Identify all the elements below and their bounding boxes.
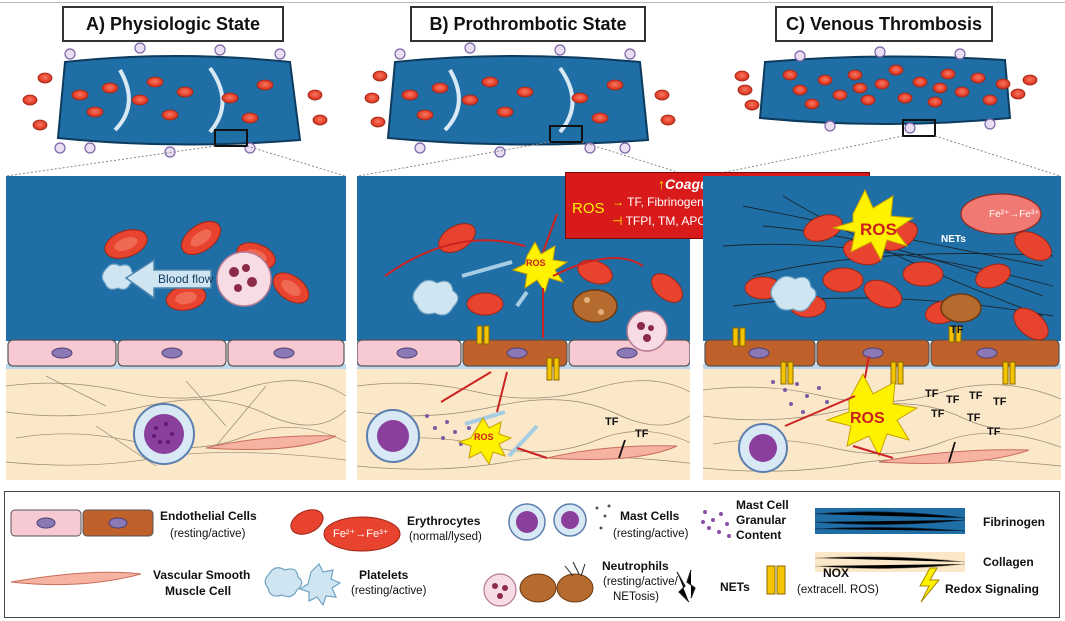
- legend-platelets-name: Platelets: [359, 568, 409, 582]
- legend-nets: NETs: [720, 580, 750, 594]
- panel-c-tf-5: TF: [993, 396, 1007, 408]
- legend-endothelial-name: Endothelial Cells: [160, 509, 257, 523]
- panel-c-art: [703, 176, 1061, 480]
- legend-granular-1: Mast Cell: [736, 498, 789, 512]
- legend-vsmc-2: Muscle Cell: [165, 584, 232, 598]
- up-arrow-icon: ↑: [658, 176, 665, 192]
- panel-c-tf-7: TF: [967, 412, 981, 424]
- legend-platelets-state: (resting/active): [351, 585, 427, 597]
- legend-mast-name: Mast Cells: [620, 509, 680, 523]
- legend-erythrocytes-state: (normal/lysed): [409, 531, 482, 543]
- vessel-b: [364, 42, 676, 158]
- panel-a-title: A) Physiologic State: [62, 6, 284, 42]
- panel-a: Blood flow: [6, 176, 346, 480]
- legend-neutrophils-name: Neutrophils: [602, 559, 669, 573]
- panel-c-tf-1: TF: [950, 324, 964, 336]
- legend-icons: [10, 503, 966, 607]
- legend: Endothelial Cells (resting/active) Fe²⁺→…: [4, 491, 1060, 618]
- legend-granular-2: Granular: [736, 513, 787, 527]
- panel-b-tf-2: TF: [635, 428, 649, 440]
- panel-b: ROS ROS TF TF: [357, 176, 690, 480]
- panel-c-tf-2: TF: [925, 388, 939, 400]
- panel-c-ros-bottom: ROS: [850, 410, 885, 427]
- endothelial-icon: [10, 509, 154, 537]
- panel-c-tf-3: TF: [946, 394, 960, 406]
- legend-redox: Redox Signaling: [945, 582, 1040, 596]
- panel-c: ROS ROS Fe²⁺→Fe³⁺ NETs TF TF TF TF TF TF…: [703, 176, 1061, 480]
- arrow-right-icon: →: [612, 195, 628, 209]
- panel-c-title: C) Venous Thrombosis: [775, 6, 993, 42]
- panel-b-title-text: B) Prothrombotic State: [429, 13, 627, 34]
- panel-b-ros-bottom: ROS: [474, 432, 494, 442]
- panel-c-tf-6: TF: [931, 408, 945, 420]
- panel-b-art: [357, 176, 690, 480]
- panel-b-title: B) Prothrombotic State: [410, 6, 646, 42]
- vessels-row: [5, 42, 1061, 177]
- legend-vsmc-1: Vascular Smooth: [153, 568, 251, 582]
- inhibit-icon: ⊣: [612, 214, 626, 228]
- legend-fe-label: Fe²⁺→Fe³⁺: [333, 528, 389, 540]
- panel-a-title-text: A) Physiologic State: [85, 13, 261, 34]
- panel-c-nets-label: NETs: [941, 234, 966, 245]
- legend-erythrocytes-name: Erythrocytes: [407, 514, 481, 528]
- panel-c-ros-top: ROS: [860, 220, 897, 239]
- panel-c-fe-label: Fe²⁺→Fe³⁺: [989, 209, 1040, 220]
- vessel-c: [734, 46, 1038, 137]
- legend-neutrophils-state-1: (resting/active/: [603, 576, 678, 588]
- legend-neutrophils-state-2: NETosis): [613, 591, 660, 603]
- coagulation-ros: ROS: [572, 200, 605, 217]
- panel-b-ros-top: ROS: [526, 258, 546, 268]
- legend-fibrinogen: Fibrinogen: [983, 515, 1045, 529]
- top-rule: [0, 2, 1065, 3]
- panel-c-tf-8: TF: [987, 426, 1001, 438]
- legend-nox-state: (extracell. ROS): [797, 584, 879, 596]
- panel-c-tf-4: TF: [969, 390, 983, 402]
- legend-mast-state: (resting/active): [613, 528, 689, 540]
- legend-endothelial-state: (resting/active): [170, 528, 246, 540]
- legend-collagen: Collagen: [983, 555, 1034, 569]
- legend-granular-3: Content: [736, 528, 782, 542]
- panel-c-title-text: C) Venous Thrombosis: [785, 13, 983, 34]
- blood-flow-label: Blood flow: [158, 272, 214, 286]
- legend-nox-name: NOX: [823, 566, 850, 580]
- panel-b-tf-1: TF: [605, 416, 619, 428]
- vessel-a: [22, 42, 328, 158]
- panel-a-art: [6, 176, 346, 480]
